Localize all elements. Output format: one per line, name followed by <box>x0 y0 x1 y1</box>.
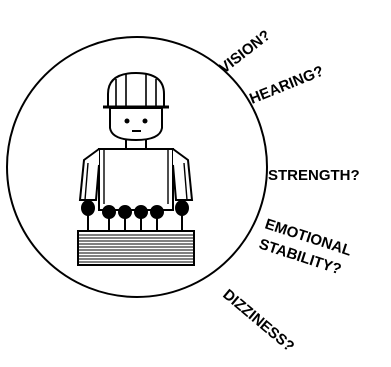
left-hand <box>81 200 95 216</box>
control-panel <box>77 230 195 266</box>
label-vision: VISION? <box>216 27 274 77</box>
head <box>109 107 163 142</box>
label-strength: STRENGTH? <box>268 167 360 184</box>
left-eye <box>124 118 130 124</box>
enclosing-circle <box>6 36 268 298</box>
label-dizziness: DIZZINESS? <box>219 286 297 355</box>
hard-hat-icon <box>107 71 165 108</box>
label-hearing: HEARING? <box>247 63 326 108</box>
control-knobs <box>87 205 183 232</box>
right-arm <box>172 148 194 201</box>
right-hand <box>175 200 189 216</box>
torso <box>98 148 174 211</box>
left-arm <box>78 148 100 201</box>
worker-figure <box>78 71 194 216</box>
right-eye <box>142 118 148 124</box>
